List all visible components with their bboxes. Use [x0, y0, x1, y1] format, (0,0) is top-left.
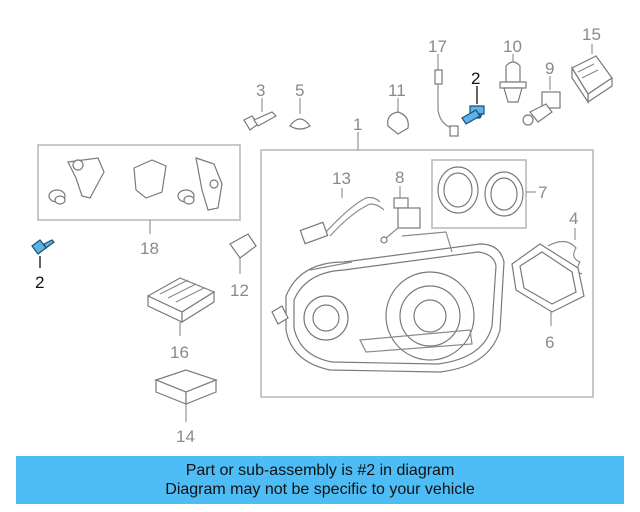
banner-line-2: Diagram may not be specific to your vehi… — [165, 481, 475, 498]
part-13-harness — [299, 188, 385, 245]
part-16-ballast — [146, 277, 216, 336]
bracket-kit-parts — [48, 157, 223, 211]
callout-6: 6 — [545, 333, 554, 352]
part-14-module — [154, 369, 218, 422]
callout-1: 1 — [353, 115, 362, 134]
banner-line-1: Part or sub-assembly is #2 in diagram — [185, 462, 455, 479]
callout-3: 3 — [256, 81, 265, 100]
callout-9: 9 — [545, 59, 554, 78]
callout-18: 18 — [140, 239, 159, 258]
callout-10: 10 — [503, 37, 522, 56]
headlamp-assembly-frame — [260, 149, 594, 398]
callout-11: 11 — [388, 81, 406, 100]
part-5-cap — [289, 98, 311, 130]
part-17-wire — [434, 54, 459, 137]
callout-7: 7 — [538, 183, 547, 202]
callout-2-left: 2 — [35, 273, 44, 292]
part-11-bulb — [387, 98, 409, 135]
callout-5: 5 — [295, 81, 304, 100]
part-6-cover — [511, 243, 585, 326]
callout-12: 12 — [230, 281, 249, 300]
info-banner: Part or sub-assembly is #2 in diagram Di… — [16, 456, 624, 504]
bracket-kit-frame — [37, 144, 241, 221]
part-12-bulb — [229, 233, 257, 274]
part-8-socket — [380, 186, 421, 244]
part-9-bulb — [522, 76, 561, 126]
callout-2-upper: 2 — [471, 69, 480, 88]
part-7-rings — [431, 159, 536, 229]
callout-4: 4 — [569, 209, 578, 228]
callout-17: 17 — [428, 37, 447, 56]
headlamp-housing — [271, 231, 505, 373]
part-10-bulb — [499, 54, 527, 103]
part-2-screw-highlight-left — [31, 239, 55, 268]
callout-16: 16 — [170, 343, 189, 362]
callout-14: 14 — [176, 427, 195, 446]
callout-8: 8 — [395, 168, 404, 187]
callout-13: 13 — [332, 169, 351, 188]
part-3-screw — [243, 98, 277, 131]
part-15-module — [571, 44, 613, 104]
callout-15: 15 — [582, 25, 601, 44]
part-2-screw-highlight — [461, 86, 485, 125]
